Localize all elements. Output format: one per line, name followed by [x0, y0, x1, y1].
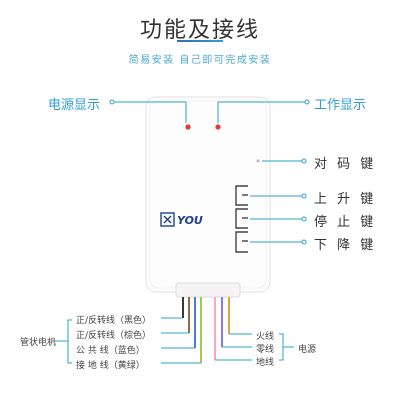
up-button-bracket — [235, 185, 248, 206]
brand-logo — [160, 212, 175, 227]
title-underline — [177, 40, 223, 42]
down-button-bracket — [235, 231, 248, 253]
power-group-label: 电源 — [298, 345, 317, 355]
motor-wire-label-black: 正/反转线（黑色） — [76, 316, 152, 326]
up-key-label: 上 升 键 — [314, 192, 377, 207]
pair-button[interactable] — [254, 155, 266, 167]
down-button[interactable] — [237, 233, 249, 251]
stop-key-label: 停 止 键 — [314, 215, 377, 230]
power-led-icon — [185, 124, 191, 130]
motor-wire-label-blue: 公 共 线（蓝色） — [76, 346, 145, 356]
button-brackets — [235, 185, 248, 253]
down-key-label: 下 降 键 — [314, 238, 377, 253]
motor-wire-label-yellow-green: 接 地 线（黄绿） — [76, 361, 145, 371]
page-subtitle: 简易安装 自己即可完成安装 — [128, 55, 272, 66]
pair-key-label: 对 码 键 — [314, 157, 377, 172]
logo-text: YOU — [177, 214, 203, 227]
work-led-icon — [215, 124, 221, 130]
up-button[interactable] — [237, 187, 249, 204]
motor-wire-leaders — [52, 317, 201, 364]
pair-key-dot — [256, 159, 260, 163]
work-indicator-label: 工作显示 — [314, 98, 367, 113]
stop-button[interactable] — [237, 210, 249, 227]
wire-bundle — [182, 297, 230, 363]
power-wire-label-earth: 地线 — [256, 358, 275, 368]
motor-wire-label-brown: 正/反转线（棕色） — [76, 331, 152, 341]
power-wire-label-neutral: 零线 — [256, 345, 275, 355]
wire-connector — [175, 282, 241, 298]
power-indicator-label: 电源显示 — [48, 98, 101, 113]
motor-group-label: 管状电机 — [20, 338, 57, 348]
power-wire-label-live: 火线 — [256, 332, 275, 342]
page-title: 功能及接线 — [139, 18, 260, 43]
controller-body — [145, 96, 271, 293]
power-wire-leaders — [215, 333, 294, 361]
stop-button-bracket — [235, 208, 248, 229]
